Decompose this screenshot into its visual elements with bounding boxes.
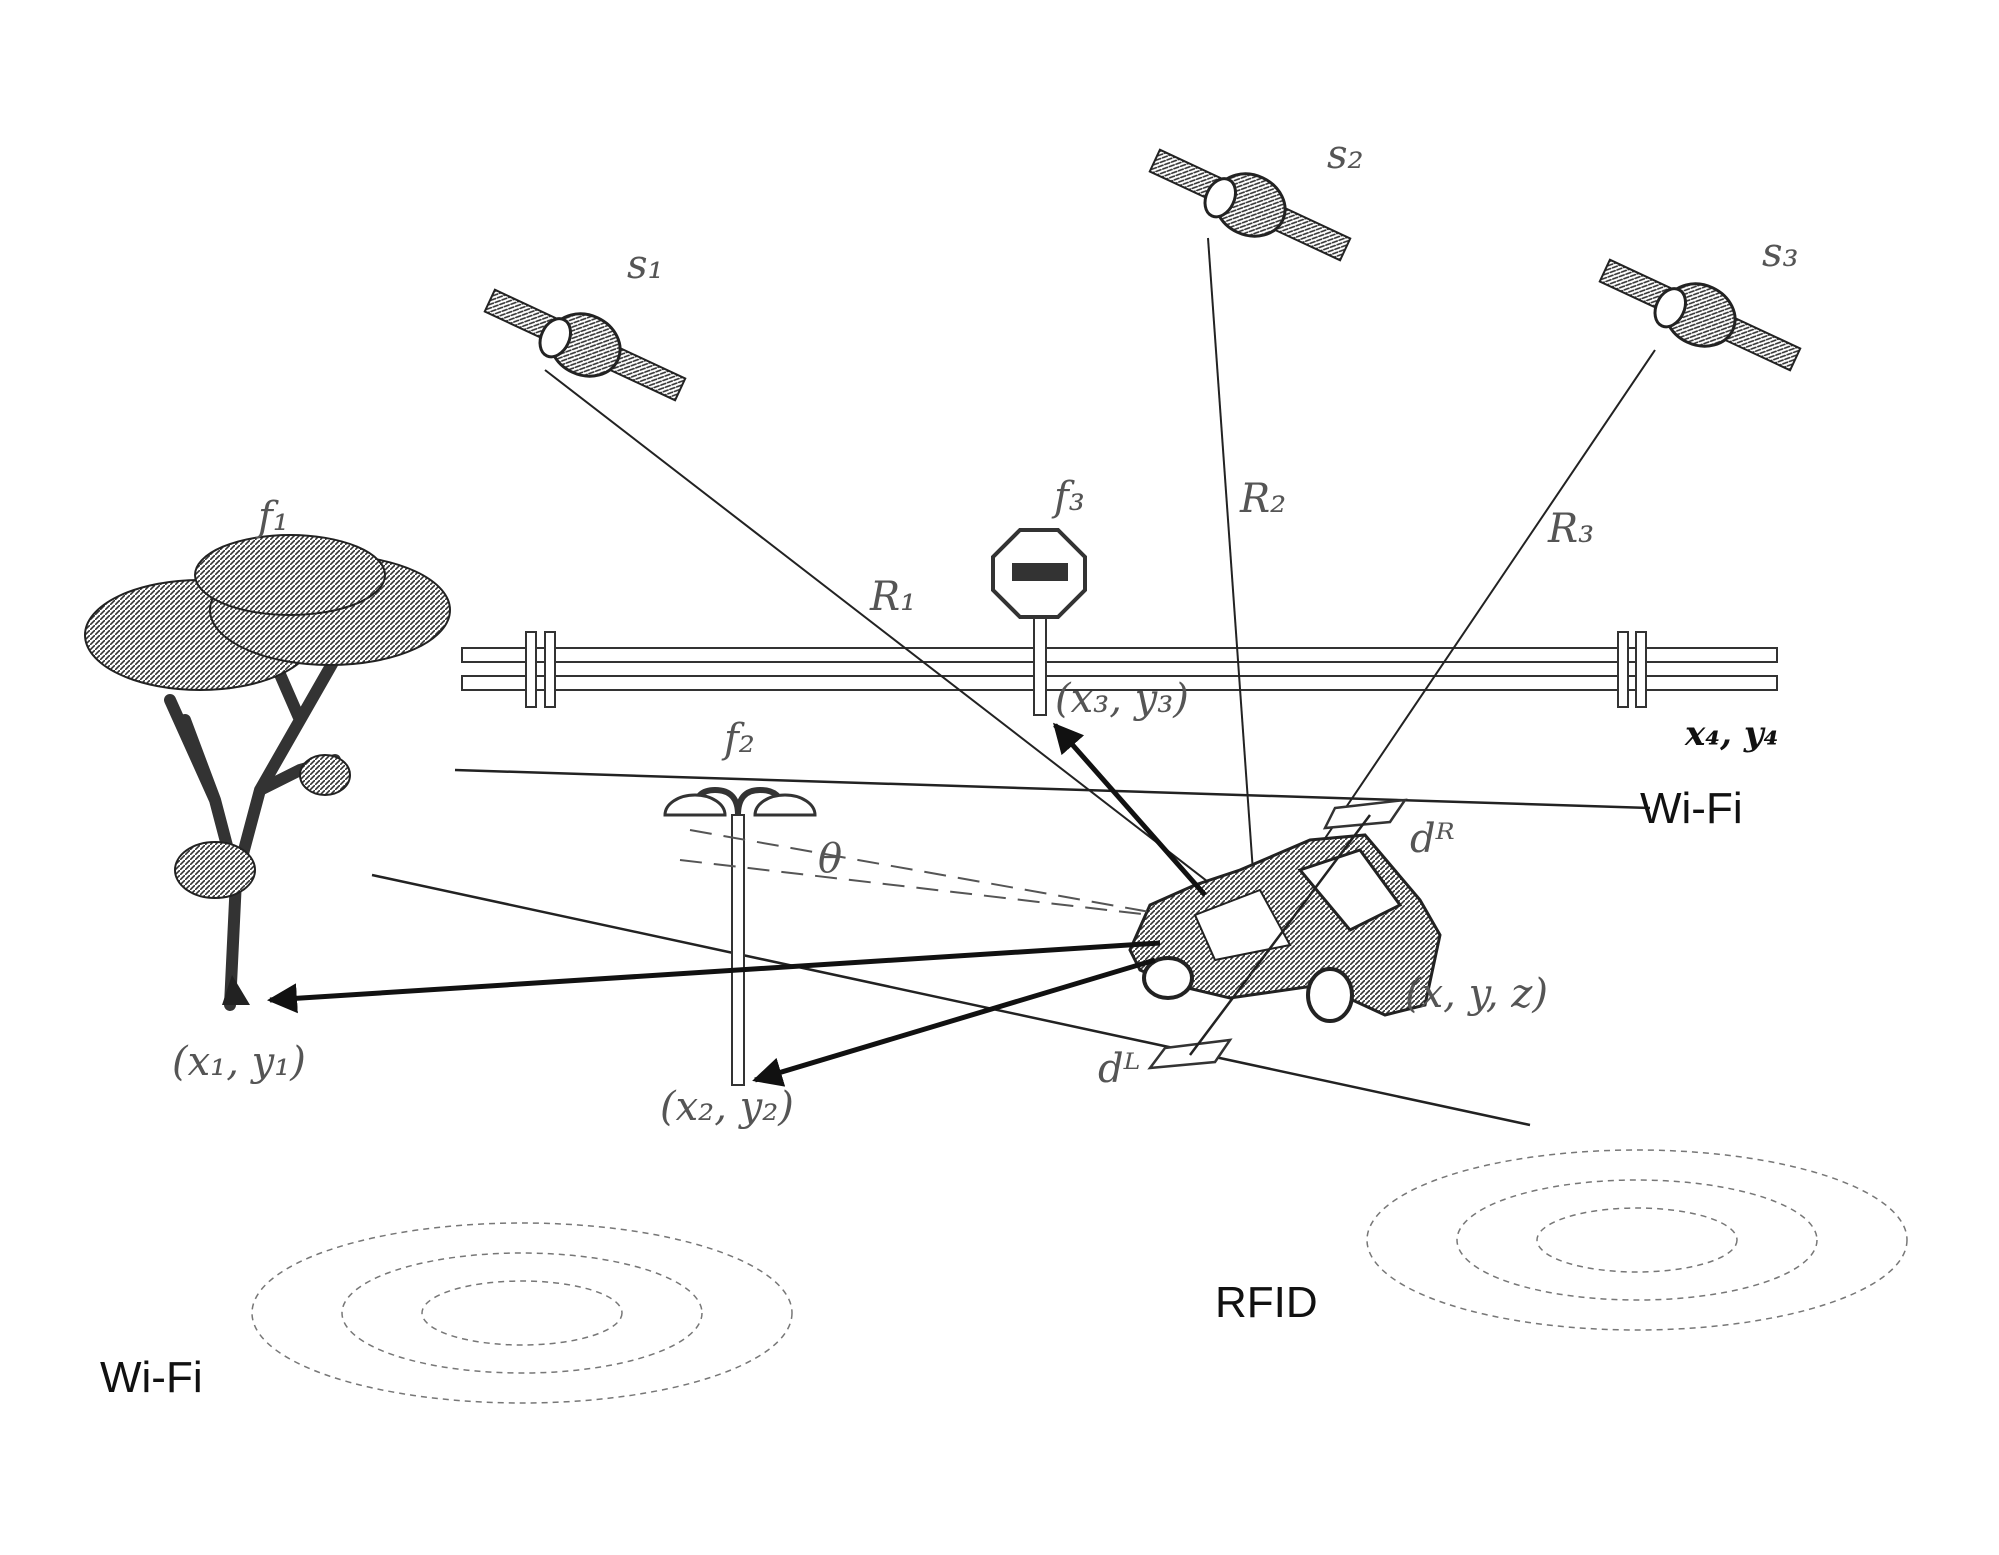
rfid-signal-rings [1366,1149,1908,1331]
lamp-label: f₂ [721,716,755,762]
range-line-s2 [1207,237,1256,901]
range-r2-label: R₂ [1239,476,1286,522]
satellite-s1-label: s₁ [627,242,664,288]
wifi-label-left: Wi-Fi [100,1353,203,1402]
satellite-s2 [1148,148,1352,262]
angle-ray-2 [689,829,1151,913]
tree-label: f₁ [255,494,289,540]
road-edge-bottom [371,873,1531,1127]
lateral-distance-line [1189,814,1371,1056]
d-right-label: dᴿ [1410,816,1455,862]
lamp-post [663,786,817,1086]
d-left-label: dᴸ [1098,1046,1140,1092]
satellite-s3 [1598,258,1802,372]
range-line-s1 [544,369,1226,896]
marker-right [1322,798,1408,830]
vehicle-coord-label: (x, y, z) [1405,971,1548,1017]
tree-coord-label: (x₁, y₁) [172,1039,306,1085]
range-r3-label: R₃ [1547,506,1594,552]
satellite-s1 [483,288,687,402]
sign-label: f₃ [1051,474,1085,520]
rfid-label: RFID [1215,1278,1318,1327]
satellite-s3-label: s₃ [1762,230,1799,276]
angle-label: θ [818,836,842,882]
tree [84,534,451,1011]
road-edge-top [454,768,1651,810]
rail-coord-label: x₄, y₄ [1684,714,1778,754]
stop-sign [991,528,1087,716]
arrow-to-lamp [752,957,1156,1087]
range-r1-label: R₁ [869,574,916,620]
angle-ray-1 [679,859,1151,916]
wifi-signal-rings [251,1222,793,1404]
satellite-s2-label: s₂ [1327,132,1364,178]
railway [461,631,1778,708]
arrow-to-tree [267,940,1161,1014]
arrow-to-sign [1053,722,1207,897]
wifi-label-right: Wi-Fi [1640,784,1743,833]
sign-coord-label: (x₃, y₃) [1055,676,1189,722]
lamp-coord-label: (x₂, y₂) [660,1084,794,1130]
